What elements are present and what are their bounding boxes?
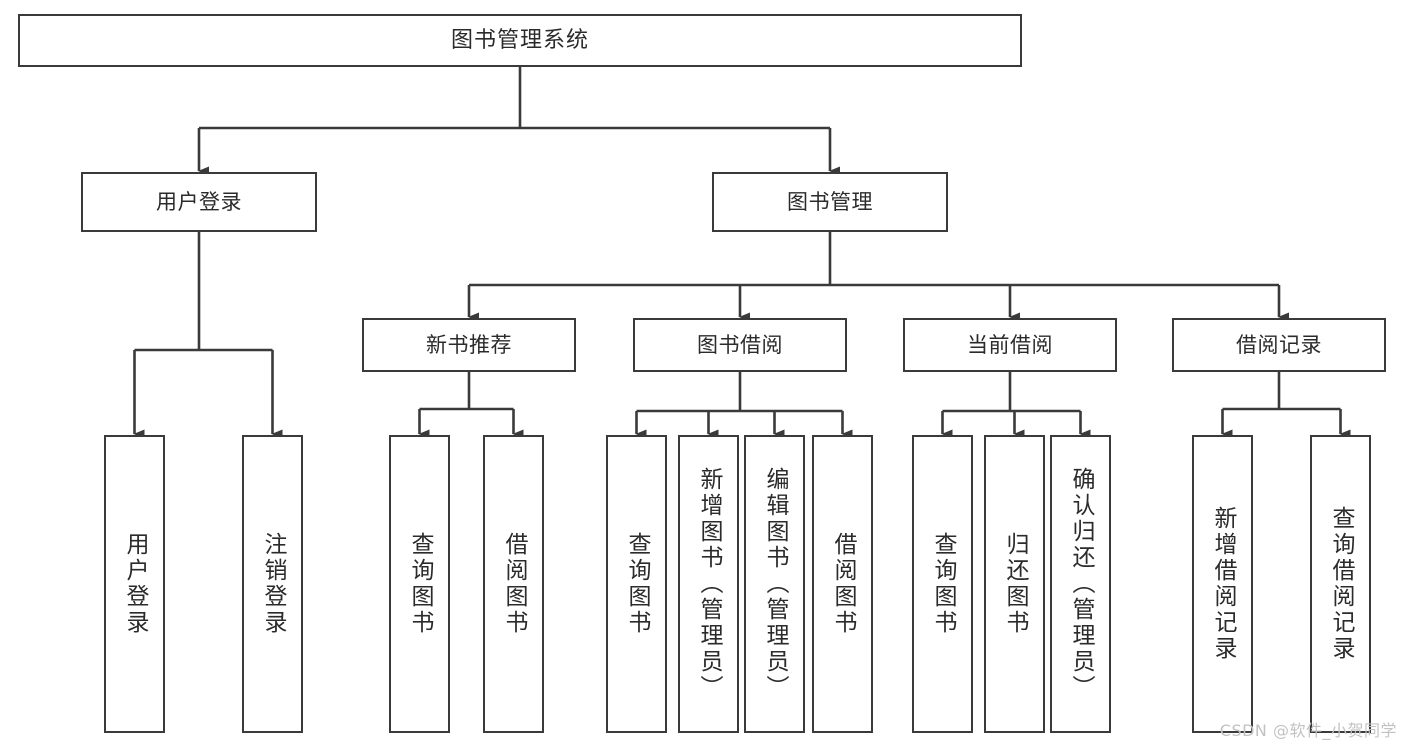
node-label: 查询图书	[624, 532, 650, 636]
node-leaf-borrow-book-2[interactable]: 借阅图书	[812, 435, 873, 733]
node-leaf-edit-book[interactable]: 编辑图书（管理员）	[744, 435, 805, 733]
node-leaf-user-login[interactable]: 用户登录	[104, 435, 165, 733]
node-label: 新增图书（管理员）	[696, 467, 722, 701]
node-label: 借阅图书	[830, 532, 856, 636]
node-leaf-borrow-book-1[interactable]: 借阅图书	[483, 435, 544, 733]
node-label: 图书管理系统	[450, 27, 589, 53]
node-leaf-query-book-3[interactable]: 查询图书	[912, 435, 973, 733]
node-leaf-user-logout[interactable]: 注销登录	[242, 435, 303, 733]
node-leaf-return-book[interactable]: 归还图书	[984, 435, 1045, 733]
node-root[interactable]: 图书管理系统	[18, 14, 1022, 67]
node-label: 注销登录	[260, 532, 286, 636]
node-leaf-confirm-return[interactable]: 确认归还（管理员）	[1050, 435, 1111, 733]
csdn-watermark: CSDN @软件_小贺同学	[1219, 721, 1397, 740]
node-label: 借阅图书	[501, 532, 527, 636]
node-label: 确认归还（管理员）	[1068, 467, 1094, 701]
node-label: 查询图书	[407, 532, 433, 636]
node-label: 编辑图书（管理员）	[762, 467, 788, 701]
node-label: 图书管理	[787, 189, 873, 214]
node-label: 查询图书	[930, 532, 956, 636]
node-borrow-record[interactable]: 借阅记录	[1172, 318, 1386, 372]
node-leaf-add-record[interactable]: 新增借阅记录	[1192, 435, 1253, 733]
node-leaf-query-record[interactable]: 查询借阅记录	[1310, 435, 1371, 733]
node-leaf-query-book-1[interactable]: 查询图书	[389, 435, 450, 733]
node-label: 借阅记录	[1236, 332, 1322, 357]
node-label: 查询借阅记录	[1328, 506, 1354, 662]
node-leaf-add-book[interactable]: 新增图书（管理员）	[678, 435, 739, 733]
node-book-manage[interactable]: 图书管理	[712, 172, 948, 232]
node-user-login[interactable]: 用户登录	[81, 172, 317, 232]
node-label: 当前借阅	[967, 332, 1053, 357]
node-book-borrow[interactable]: 图书借阅	[633, 318, 847, 372]
node-new-book-rec[interactable]: 新书推荐	[362, 318, 576, 372]
node-label: 用户登录	[156, 189, 242, 214]
node-label: 新增借阅记录	[1210, 506, 1236, 662]
node-current-borrow[interactable]: 当前借阅	[903, 318, 1117, 372]
node-label: 图书借阅	[697, 332, 783, 357]
node-leaf-query-book-2[interactable]: 查询图书	[606, 435, 667, 733]
node-label: 归还图书	[1002, 532, 1028, 636]
node-label: 新书推荐	[426, 332, 512, 357]
node-label: 用户登录	[122, 532, 148, 636]
